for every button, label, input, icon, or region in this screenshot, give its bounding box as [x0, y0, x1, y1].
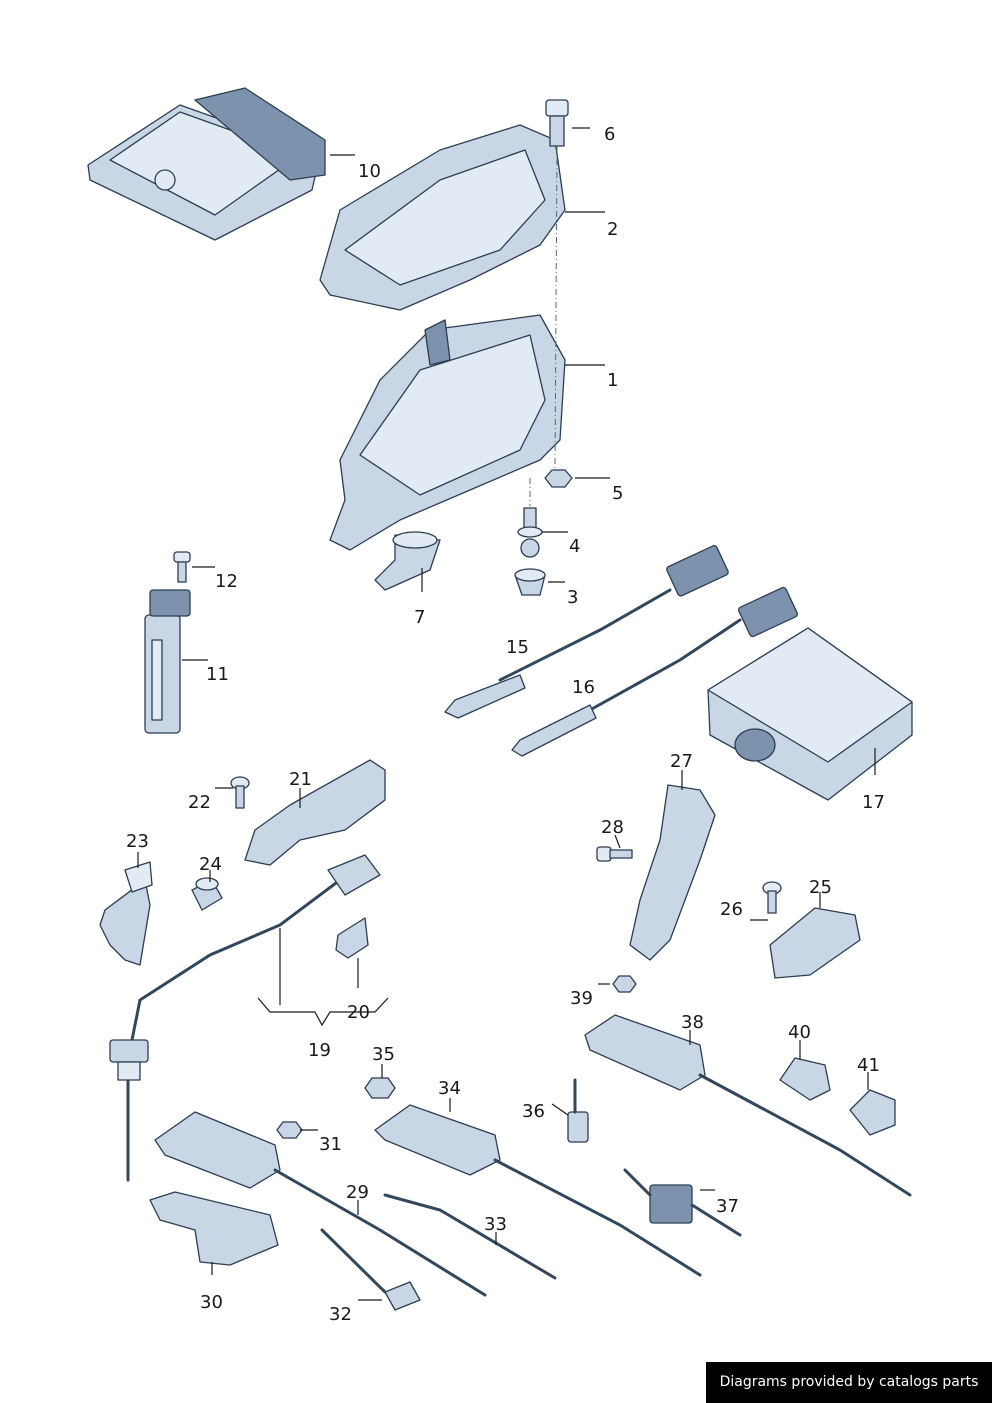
callout-25: 25 [809, 877, 832, 898]
part-32-clip[interactable] [320, 1228, 421, 1311]
callout-34: 34 [438, 1078, 461, 1099]
callout-15: 15 [506, 637, 529, 658]
part-38-nox-sensor[interactable] [584, 1014, 912, 1197]
part-34-nox-sensor[interactable] [374, 1104, 702, 1277]
callout-11: 11 [206, 664, 229, 685]
part-3-grommet[interactable] [514, 568, 546, 596]
part-26-screw[interactable] [762, 881, 782, 914]
callout-17: 17 [862, 792, 885, 813]
callout-37: 37 [716, 1196, 739, 1217]
callout-30: 30 [200, 1292, 223, 1313]
part-20-clip[interactable] [335, 917, 369, 959]
callout-21: 21 [289, 769, 312, 790]
part-1-housing[interactable] [329, 314, 566, 551]
part-5-nut[interactable] [544, 469, 573, 488]
callout-1: 1 [607, 370, 618, 391]
part-15-sensor-harness[interactable] [444, 545, 729, 719]
part-7-grommet[interactable] [374, 531, 441, 591]
callout-24: 24 [199, 854, 222, 875]
callout-41: 41 [857, 1055, 880, 1076]
callout-2: 2 [607, 219, 618, 240]
callout-19: 19 [308, 1040, 331, 1061]
callout-40: 40 [788, 1022, 811, 1043]
callout-labels: 10 6 2 1 5 4 3 7 12 11 15 16 17 21 22 23… [126, 124, 885, 1325]
callout-7: 7 [414, 607, 425, 628]
part-39-nut[interactable] [612, 975, 637, 993]
credit-badge: Diagrams provided by catalogs parts [706, 1362, 992, 1403]
part-28-bolt[interactable] [596, 846, 633, 862]
part-12-screw[interactable] [173, 551, 191, 583]
part-41-clip[interactable] [849, 1089, 896, 1136]
part-40-clip[interactable] [779, 1057, 831, 1101]
part-22-screw[interactable] [230, 776, 250, 809]
callout-10: 10 [358, 161, 381, 182]
callout-33: 33 [484, 1214, 507, 1235]
part-11-sensor[interactable] [144, 589, 191, 734]
callout-31: 31 [319, 1134, 342, 1155]
callout-5: 5 [612, 483, 623, 504]
part-37-connector[interactable] [623, 1168, 742, 1237]
part-25-pressure-sensor[interactable] [769, 907, 861, 979]
callout-28: 28 [601, 817, 624, 838]
part-35-nut[interactable] [364, 1077, 396, 1099]
callout-38: 38 [681, 1012, 704, 1033]
part-4-stud[interactable] [517, 507, 543, 558]
callout-39: 39 [570, 988, 593, 1009]
callout-22: 22 [188, 792, 211, 813]
callout-36: 36 [522, 1101, 545, 1122]
callout-6: 6 [604, 124, 615, 145]
part-30-bracket[interactable] [149, 1191, 279, 1266]
part-2-cover[interactable] [319, 124, 566, 311]
callout-3: 3 [567, 587, 578, 608]
part-31-nut[interactable] [276, 1121, 303, 1139]
callout-20: 20 [347, 1002, 370, 1023]
part-36-sensor[interactable] [567, 1078, 589, 1143]
callout-12: 12 [215, 571, 238, 592]
part-17-control-module[interactable] [707, 627, 913, 801]
callout-23: 23 [126, 831, 149, 852]
callout-4: 4 [569, 536, 580, 557]
callout-29: 29 [346, 1182, 369, 1203]
part-23-clip[interactable] [99, 861, 153, 966]
part-16-sensor-harness[interactable] [511, 586, 798, 757]
part-24-sleeve[interactable] [191, 877, 223, 911]
leader-lines [137, 127, 876, 1301]
part-29-nox-sensor[interactable] [154, 1111, 487, 1297]
part-10-control-unit[interactable] [87, 87, 326, 241]
callout-27: 27 [670, 751, 693, 772]
callout-35: 35 [372, 1044, 395, 1065]
part-27-bracket[interactable] [629, 784, 716, 961]
callout-32: 32 [329, 1304, 352, 1325]
part-33-cable[interactable] [383, 1193, 557, 1280]
callout-26: 26 [720, 899, 743, 920]
part-21-bracket[interactable] [244, 759, 386, 866]
part-6-bolt[interactable] [545, 99, 569, 147]
part-19-temperature-sensor[interactable] [109, 854, 381, 1182]
callout-16: 16 [572, 677, 595, 698]
